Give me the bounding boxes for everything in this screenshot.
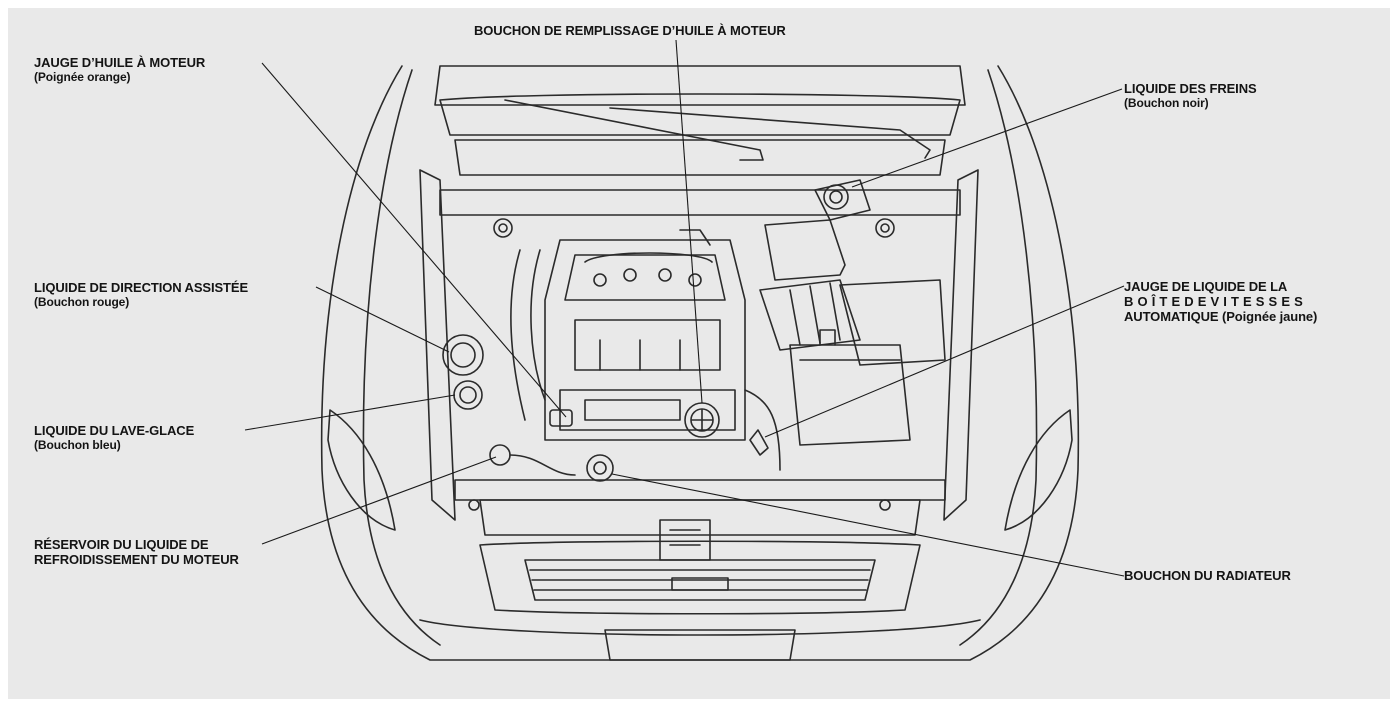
label-radiator-cap: BOUCHON DU RADIATEUR bbox=[1124, 568, 1291, 583]
atf-dipstick-line1: JAUGE DE LIQUIDE DE LA bbox=[1124, 279, 1288, 294]
brake-fluid-title: LIQUIDE DES FREINS bbox=[1124, 81, 1257, 96]
engine-oil-dipstick-subtitle: (Poignée orange) bbox=[34, 70, 131, 84]
oil-filler-cap-title: BOUCHON DE REMPLISSAGE D’HUILE À MOTEUR bbox=[474, 23, 786, 38]
washer-fluid-subtitle: (Bouchon bleu) bbox=[34, 438, 121, 452]
label-brake-fluid: LIQUIDE DES FREINS (Bouchon noir) bbox=[1124, 81, 1257, 110]
washer-fluid-title: LIQUIDE DU LAVE-GLACE bbox=[34, 423, 195, 438]
label-coolant-reservoir: RÉSERVOIR DU LIQUIDE DE REFROIDISSEMENT … bbox=[34, 537, 239, 567]
coolant-reservoir-line2: REFROIDISSEMENT DU MOTEUR bbox=[34, 552, 239, 567]
label-washer-fluid: LIQUIDE DU LAVE-GLACE (Bouchon bleu) bbox=[34, 423, 194, 452]
label-oil-filler-cap: BOUCHON DE REMPLISSAGE D’HUILE À MOTEUR bbox=[474, 23, 786, 38]
atf-dipstick-line3: AUTOMATIQUE (Poignée jaune) bbox=[1124, 309, 1318, 324]
atf-dipstick-line2: BOÎTEDEVITESSES bbox=[1124, 294, 1307, 309]
label-engine-oil-dipstick: JAUGE D’HUILE À MOTEUR (Poignée orange) bbox=[34, 55, 205, 84]
brake-fluid-subtitle: (Bouchon noir) bbox=[1124, 96, 1209, 110]
power-steering-fluid-title: LIQUIDE DE DIRECTION ASSISTÉE bbox=[34, 280, 249, 295]
label-atf-dipstick: JAUGE DE LIQUIDE DE LA BOÎTEDEVITESSES A… bbox=[1124, 279, 1317, 324]
label-power-steering-fluid: LIQUIDE DE DIRECTION ASSISTÉE (Bouchon r… bbox=[34, 280, 248, 309]
radiator-cap-title: BOUCHON DU RADIATEUR bbox=[1124, 568, 1291, 583]
power-steering-fluid-subtitle: (Bouchon rouge) bbox=[34, 295, 130, 309]
engine-oil-dipstick-title: JAUGE D’HUILE À MOTEUR bbox=[34, 55, 206, 70]
coolant-reservoir-line1: RÉSERVOIR DU LIQUIDE DE bbox=[34, 537, 209, 552]
